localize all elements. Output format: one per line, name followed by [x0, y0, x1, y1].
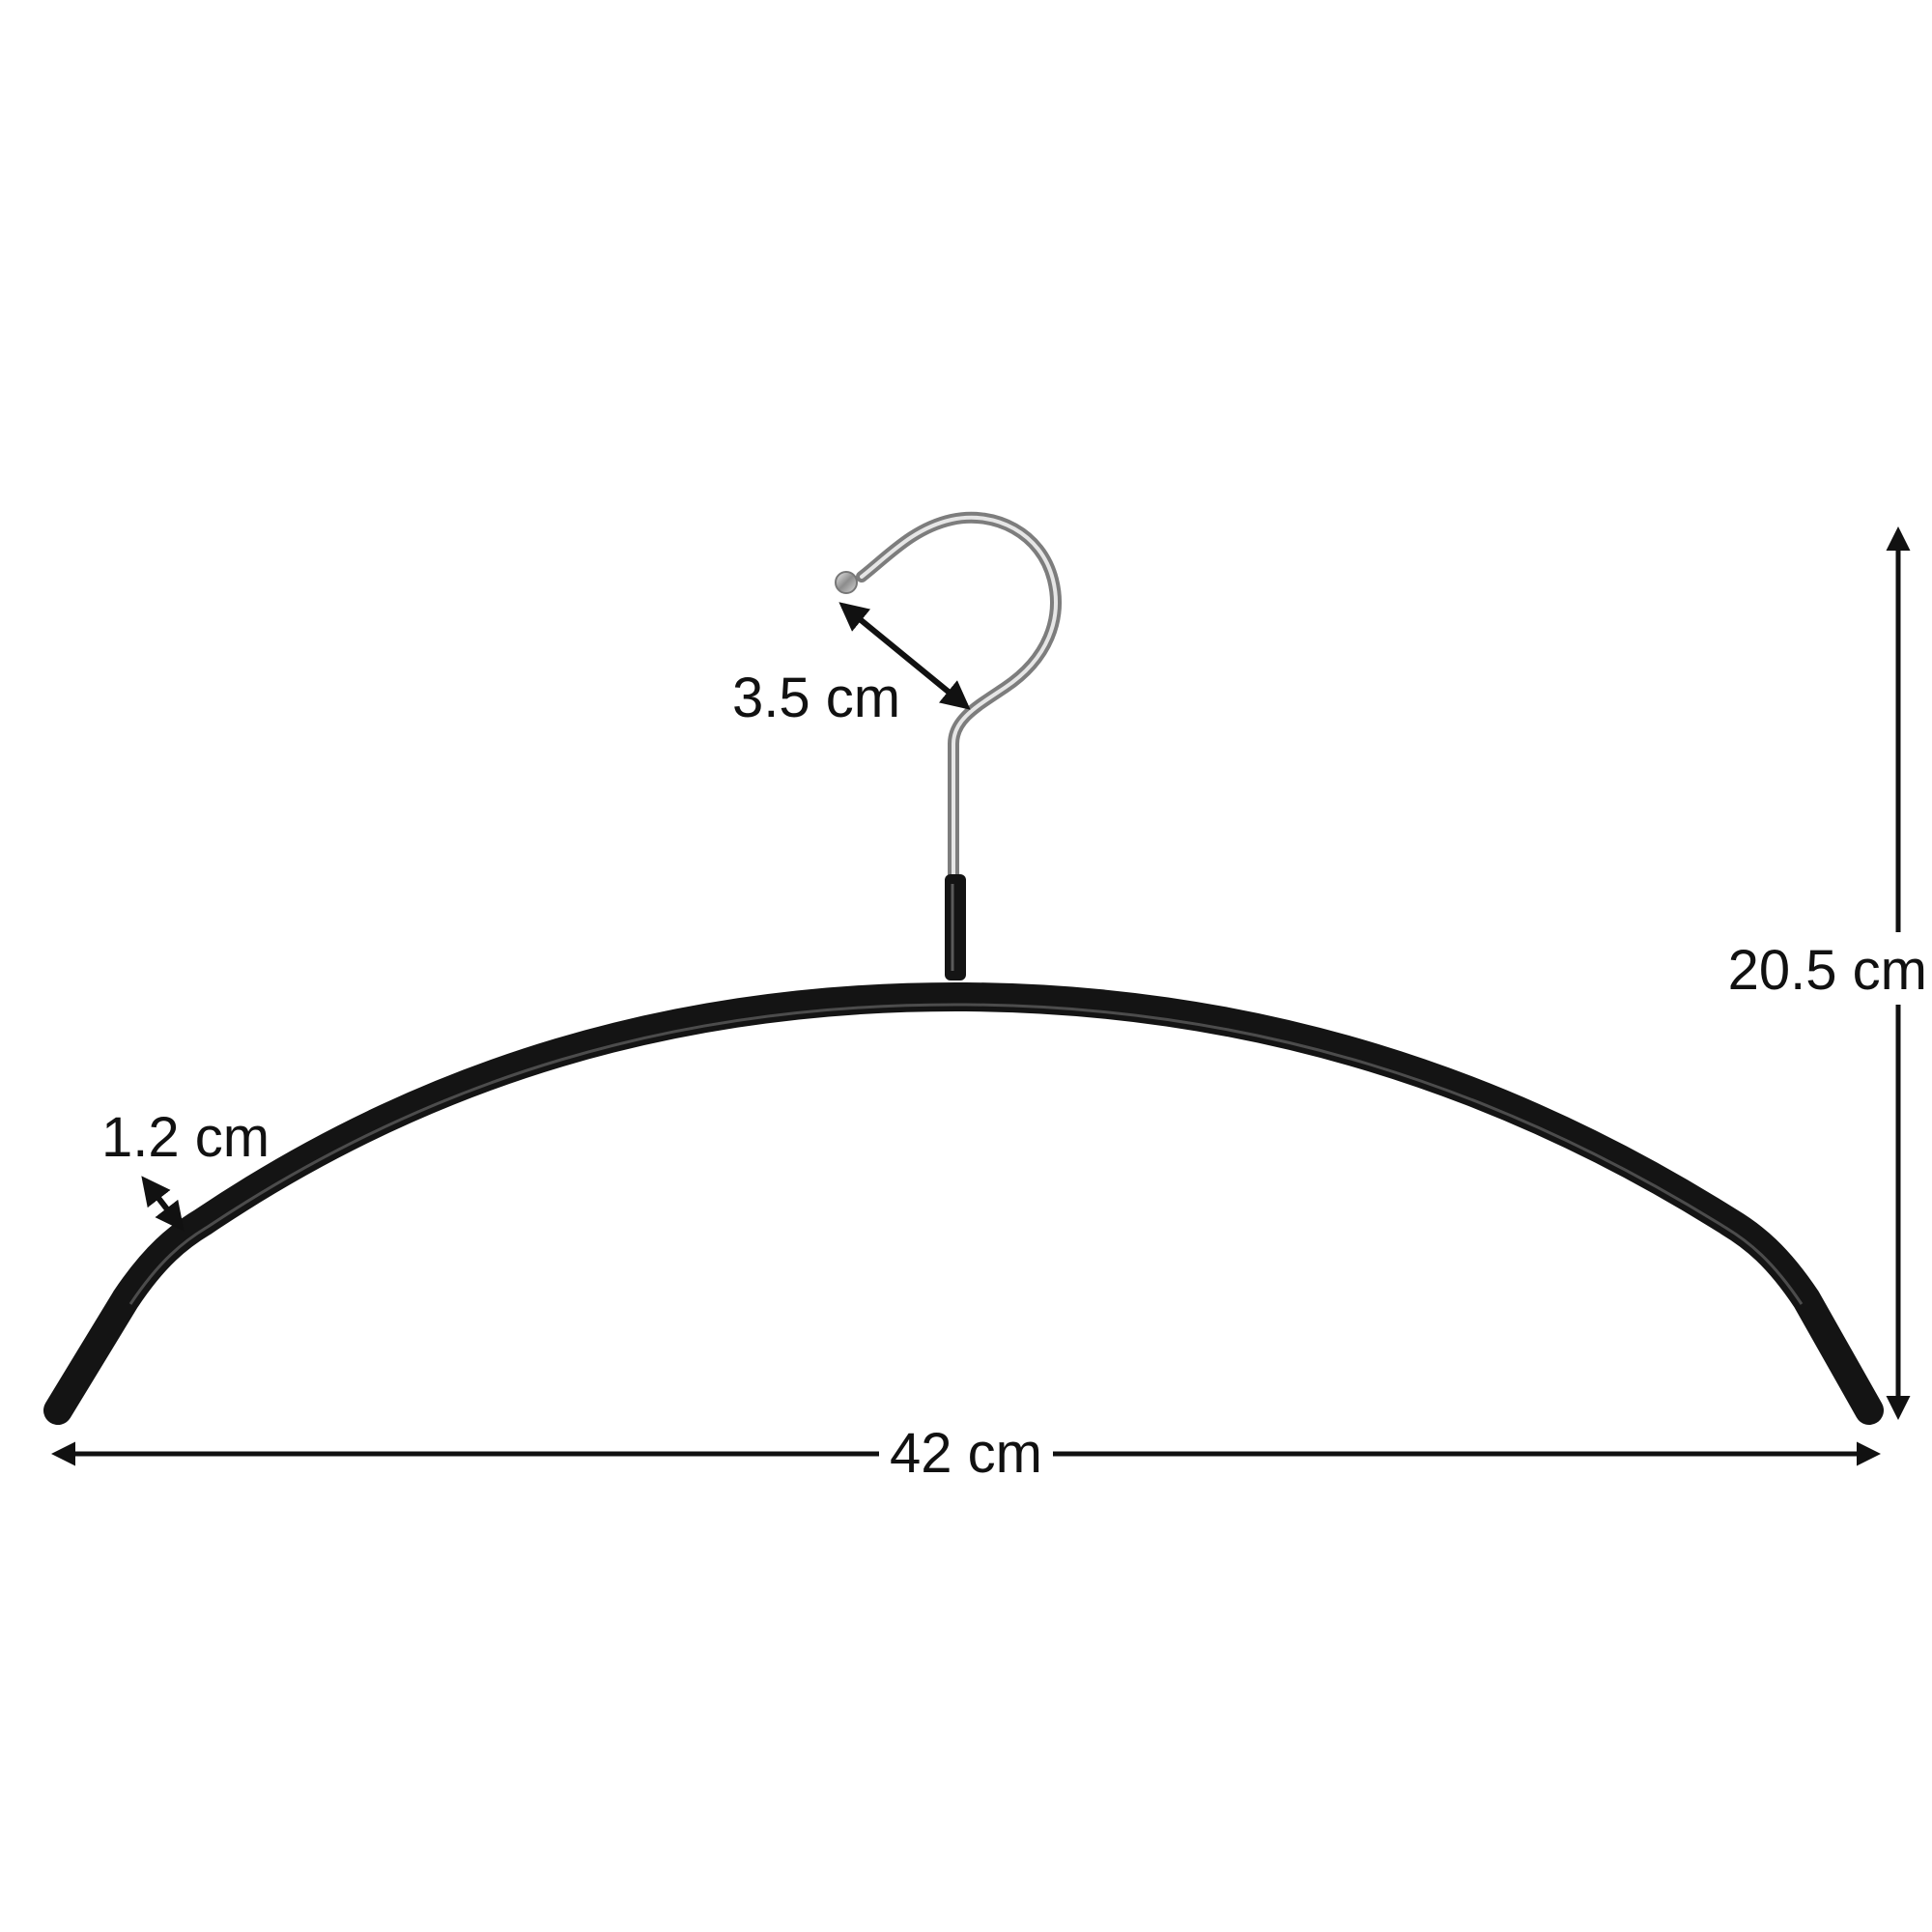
- hook-opening-arrow: [838, 602, 971, 710]
- hook-wire-shine: [860, 515, 1058, 886]
- bar-thickness-label: 1.2 cm: [101, 1106, 270, 1169]
- hook-tip: [835, 571, 858, 594]
- width-dimension: 42 cm: [51, 1422, 1881, 1485]
- hanger: [43, 511, 1884, 1425]
- hook: [835, 511, 1062, 890]
- hanger-neck: [945, 874, 966, 980]
- height-label: 20.5 cm: [1728, 939, 1927, 1002]
- hook-opening-label: 3.5 cm: [732, 667, 900, 729]
- bar-thickness-arrow: [141, 1176, 185, 1232]
- hanger-bar-highlight: [128, 1003, 1804, 1305]
- hook-opening-dimension: 3.5 cm: [732, 602, 971, 729]
- hanger-bar: [43, 981, 1884, 1425]
- bar-thickness-dimension: 1.2 cm: [101, 1106, 270, 1232]
- height-dimension: 20.5 cm: [1728, 526, 1927, 1420]
- width-label: 42 cm: [890, 1422, 1042, 1485]
